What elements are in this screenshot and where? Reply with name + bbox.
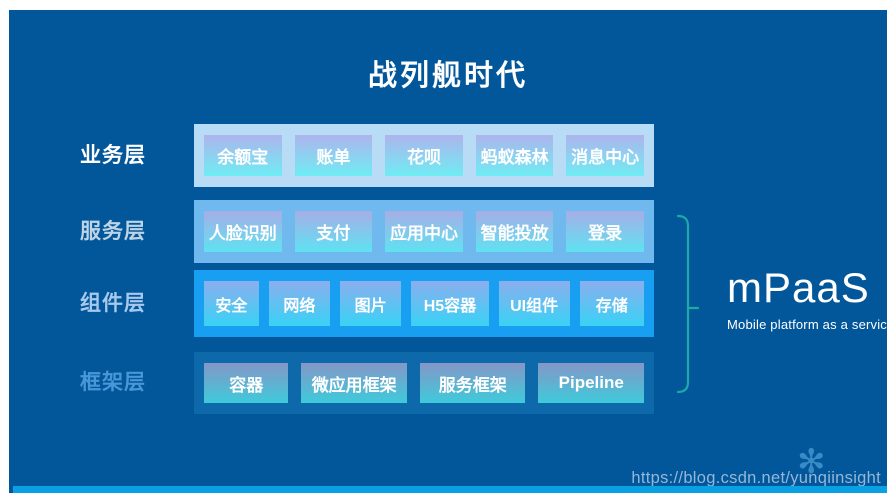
layer-box: 容器: [204, 363, 289, 403]
sparkle-icon: ✻: [797, 443, 826, 481]
layer-label-business: 业务层: [80, 144, 146, 167]
layer-box: UI组件: [498, 281, 570, 326]
layer-box: 安全: [204, 281, 259, 326]
layer-box: 网络: [268, 281, 331, 326]
layer-row-component: 安全 网络 图片 H5容器 UI组件 存储: [194, 270, 654, 337]
page-title: 战列舰时代: [367, 60, 528, 92]
diagram-canvas: 战列舰时代 业务层 服务层 组件层 框架层 余额宝 账单 花呗 蚂蚁森林 消息中…: [9, 10, 887, 493]
layer-box: Pipeline: [538, 363, 645, 403]
layer-box: 图片: [340, 281, 402, 326]
layer-box: 人脸识别: [204, 211, 282, 252]
layer-box: 智能投放: [475, 211, 554, 252]
bottom-accent-bar: [13, 486, 887, 493]
annotation-subtitle: Mobile platform as a service: [727, 317, 887, 332]
layer-row-framework: 容器 微应用框架 服务框架 Pipeline: [194, 352, 654, 414]
watermark-url: https://blog.csdn.net/yunqiinsight: [631, 469, 881, 487]
layer-label-framework: 框架层: [80, 371, 146, 394]
layer-row-business: 余额宝 账单 花呗 蚂蚁森林 消息中心: [194, 124, 654, 187]
annotation-block: mPaaS Mobile platform as a service: [727, 264, 887, 333]
layer-box: 花呗: [385, 135, 463, 176]
layer-row-service: 人脸识别 支付 应用中心 智能投放 登录: [194, 200, 654, 263]
brace-bracket-icon: [676, 214, 700, 394]
layer-box: 账单: [294, 135, 373, 176]
layer-box: H5容器: [411, 281, 489, 326]
annotation-title: mPaaS: [727, 264, 870, 311]
layer-box: 存储: [579, 281, 644, 326]
layer-box: 登录: [566, 211, 644, 252]
layer-box: 应用中心: [385, 211, 463, 252]
layer-box: 微应用框架: [301, 363, 407, 403]
layer-box: 余额宝: [204, 135, 282, 176]
layer-box: 支付: [294, 211, 373, 252]
layer-box: 服务框架: [419, 363, 526, 403]
layer-label-service: 服务层: [80, 220, 146, 243]
layer-box: 蚂蚁森林: [475, 135, 554, 176]
layer-box: 消息中心: [566, 135, 644, 176]
layer-label-component: 组件层: [80, 292, 146, 315]
